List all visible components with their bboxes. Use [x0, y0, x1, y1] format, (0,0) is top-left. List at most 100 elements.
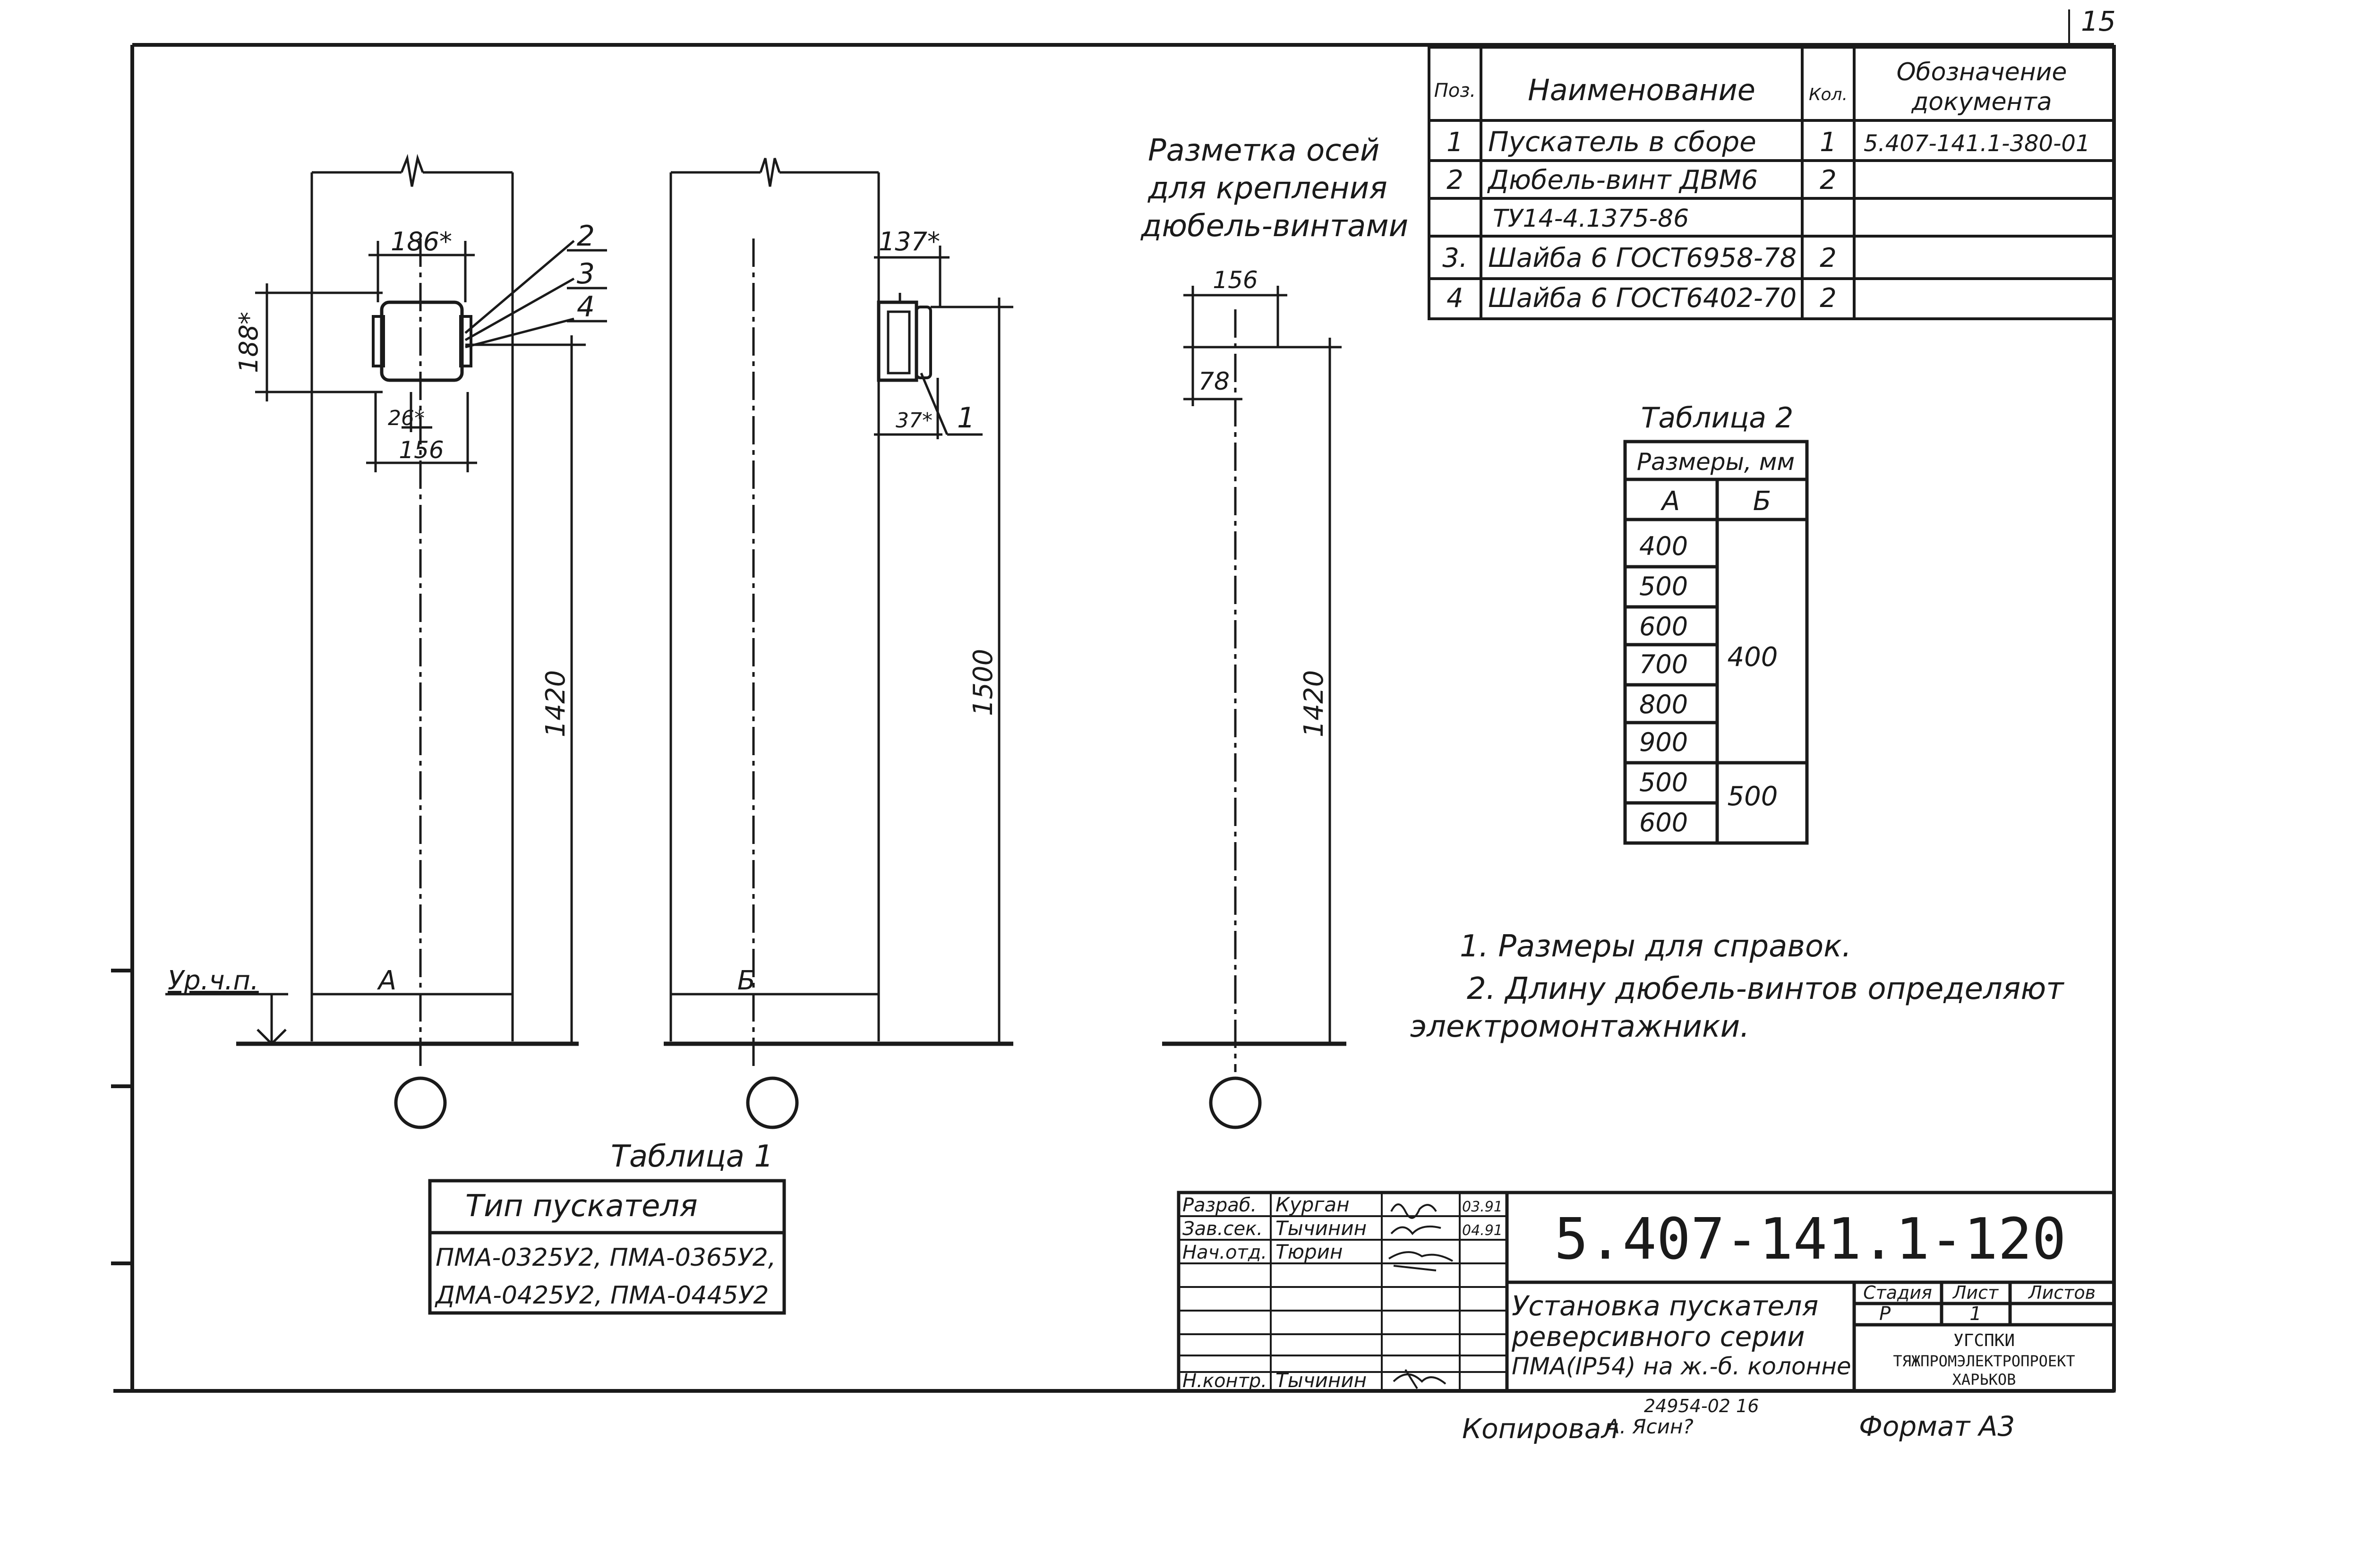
dim-holes-label: 156 — [399, 436, 444, 464]
spec-header-name: Наименование — [1528, 73, 1755, 107]
copier-name: А. Ясин? — [1605, 1415, 1694, 1438]
note-1: 1. Размеры для справок. — [1460, 929, 1851, 964]
sign-name: Тюрин — [1275, 1240, 1343, 1263]
spec-row-pos: 4 — [1446, 283, 1463, 314]
spec-row-pos: 3. — [1442, 243, 1467, 273]
marking-caption-line2: для крепления — [1147, 171, 1387, 206]
sign-name: Курган — [1275, 1193, 1350, 1216]
sheet-header: Лист — [1952, 1282, 1999, 1303]
spec-header-doc-line1: Обозначение — [1897, 58, 2067, 86]
spec-row-pos: 1 — [1446, 127, 1463, 158]
table2-cell-a: 400 — [1639, 531, 1688, 561]
table2-cell-a: 700 — [1639, 649, 1688, 679]
table2-cell-a: 600 — [1639, 612, 1688, 641]
table1-title: Таблица 1 — [611, 1139, 773, 1174]
table2-cell-b: 400 — [1728, 642, 1778, 673]
dim-holes-label: 156 — [1213, 266, 1258, 294]
view-front: 186* 188* 26* 156 1420 2 3 4 Ур.ч.п. А — [165, 153, 607, 1129]
spec-header-qty: Кол. — [1809, 85, 1848, 104]
axis-marker-circle — [1209, 1076, 1262, 1129]
axis-marker-circle — [394, 1076, 447, 1129]
sheets-header: Листов — [2028, 1282, 2096, 1303]
sign-role: Зав.сек. — [1182, 1218, 1263, 1240]
org-line1: УГСПКИ — [1953, 1331, 2015, 1350]
frame — [111, 9, 2116, 1393]
org-line2: ТЯЖПРОМЭЛЕКТРОПРОЕКТ — [1893, 1352, 2075, 1370]
spec-row-doc: 5.407-141.1-380-01 — [1864, 130, 2090, 157]
sign-date: 04.91 — [1462, 1222, 1503, 1239]
stage-header: Стадия — [1863, 1282, 1932, 1303]
format-label: Формат А3 — [1859, 1410, 2015, 1442]
stage-value: Р — [1879, 1303, 1891, 1325]
dim-level-label: 1500 — [968, 649, 999, 716]
spec-row-qty: 2 — [1820, 283, 1837, 314]
spec-header-pos: Поз. — [1434, 80, 1476, 102]
org-line3: ХАРЬКОВ — [1952, 1371, 2016, 1389]
note-2: 2. Длину дюбель-винтов определяют — [1467, 971, 2064, 1006]
callout-1: 1 — [957, 401, 975, 435]
callout-2: 2 — [577, 220, 595, 253]
doc-title-line1: Установка пускателя — [1512, 1290, 1818, 1322]
table-2: Таблица 2 Размеры, мм А Б 400 500 600 70… — [1623, 401, 1809, 845]
sheet-value: 1 — [1969, 1303, 1981, 1325]
base-width-label: А — [377, 965, 396, 996]
dim-height-label: 188* — [234, 312, 264, 373]
note-2-continued: электромонтажники. — [1410, 1009, 1750, 1044]
sheet-number: 15 — [2081, 5, 2116, 37]
dim-offset-label: 26* — [388, 406, 425, 430]
table-1: Таблица 1 Тип пускателя ПМА-0325У2, ПМА-… — [428, 1139, 786, 1315]
view-marking: 156 78 1420 — [1162, 266, 1346, 1129]
table1-row: ПМА-0325У2, ПМА-0365У2, — [436, 1244, 776, 1272]
spec-header-doc-line2: документа — [1911, 88, 2052, 116]
dim-half-label: 78 — [1198, 367, 1230, 396]
table2-cell-a: 600 — [1639, 808, 1688, 837]
table2-cell-a: 800 — [1639, 690, 1688, 719]
marking-caption-line3: дюбель-винтами — [1140, 209, 1408, 244]
axis-marker-circle — [746, 1076, 799, 1129]
archive-stamp: 24954-02 16 — [1644, 1396, 1759, 1416]
view-side: 137* 37* 1 1500 Б — [664, 158, 1013, 1129]
table2-col-a: А — [1660, 486, 1680, 517]
spec-table: Поз. Наименование Кол. Обозначение докум… — [1428, 46, 2115, 320]
table2-cell-a: 900 — [1639, 727, 1688, 757]
dim-offset-label: 37* — [896, 409, 933, 433]
spec-row-name: Шайба 6 ГОСТ6958-78 — [1488, 243, 1797, 273]
doc-title-line3: ПМА(IP54) на ж.-б. колонне — [1512, 1353, 1851, 1380]
doc-code: 5.407-141.1-120 — [1554, 1207, 2066, 1272]
dim-level-label: 1420 — [1299, 670, 1329, 738]
signature-marks — [1388, 1203, 1453, 1389]
callout-3: 3 — [577, 257, 595, 290]
marking-caption-line1: Разметка осей — [1148, 133, 1379, 168]
table2-col-b: Б — [1753, 486, 1771, 517]
spec-row-qty: 2 — [1820, 165, 1837, 196]
spec-row-pos: 2 — [1446, 165, 1463, 196]
spec-row-name: ТУ14-4.1375-86 — [1493, 205, 1689, 233]
spec-row-qty: 1 — [1820, 127, 1837, 158]
dim-depth-label: 137* — [879, 227, 940, 256]
sign-role: Нач.отд. — [1182, 1242, 1267, 1263]
dim-width-label: 186* — [391, 227, 452, 256]
table2-title: Таблица 2 — [1641, 401, 1794, 435]
table1-header: Тип пускателя — [465, 1189, 698, 1224]
sign-role: Разраб. — [1182, 1194, 1257, 1216]
table2-header: Размеры, мм — [1637, 448, 1795, 476]
dim-level-label: 1420 — [540, 670, 571, 738]
sign-date: 03.91 — [1462, 1199, 1503, 1215]
table2-cell-a: 500 — [1639, 767, 1688, 797]
table2-cell-b: 500 — [1728, 781, 1778, 812]
level-label: Ур.ч.п. — [168, 965, 259, 996]
table1-row: ДМА-0425У2, ПМА-0445У2 — [435, 1281, 769, 1310]
spec-row-qty: 2 — [1820, 243, 1837, 273]
title-block: Разраб. Курган 03.91 Зав.сек. Тычинин 04… — [1177, 1191, 2116, 1393]
callout-4: 4 — [577, 290, 595, 324]
sign-name: Тычинин — [1275, 1369, 1367, 1392]
doc-title-line2: реверсивного серии — [1511, 1321, 1805, 1353]
sign-role: Н.контр. — [1182, 1370, 1267, 1392]
spec-row-name: Шайба 6 ГОСТ6402-70 — [1488, 283, 1797, 314]
sign-name: Тычинин — [1275, 1217, 1367, 1240]
base-depth-label: Б — [737, 965, 755, 996]
table2-cell-a: 500 — [1639, 571, 1688, 601]
spec-row-name: Дюбель-винт ДВМ6 — [1487, 165, 1758, 196]
